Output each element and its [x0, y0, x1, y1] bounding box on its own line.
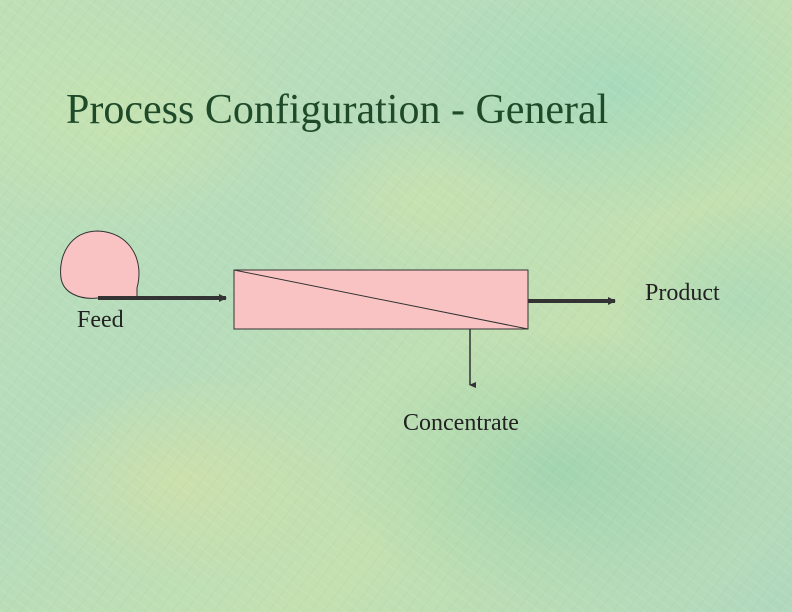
page-title: Process Configuration - General [66, 87, 609, 133]
membrane-divider [233, 269, 529, 330]
concentrate-label: Concentrate [403, 410, 519, 436]
product-label: Product [645, 280, 720, 306]
feed-label: Feed [77, 307, 124, 333]
feed-pump-shape [60, 230, 140, 299]
